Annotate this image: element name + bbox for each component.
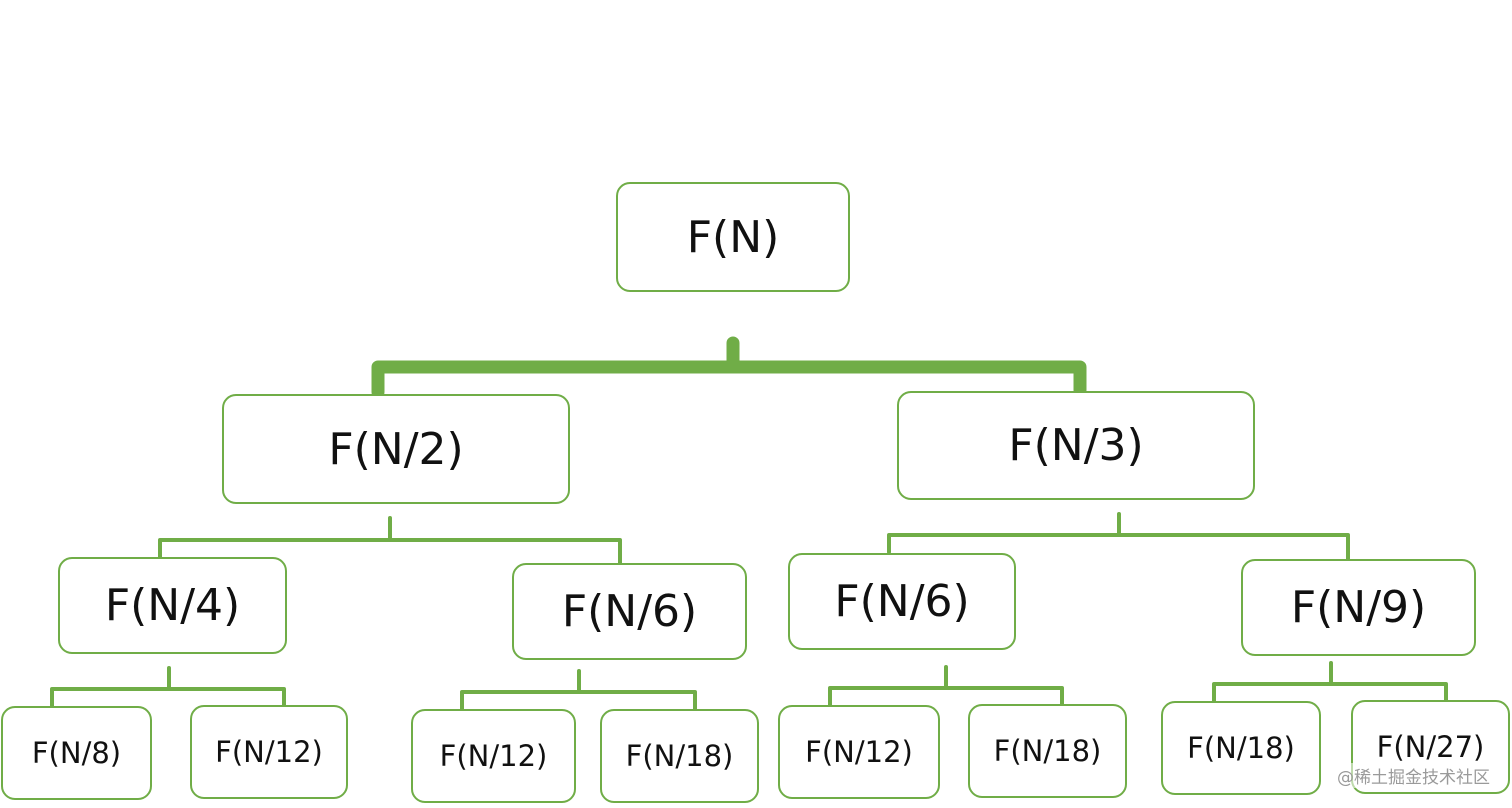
node-n-div-18-a: F(N/18) [600,709,759,803]
node-n-div-8: F(N/8) [1,706,152,800]
connector-n4 [50,666,286,708]
node-n-div-9: F(N/9) [1241,559,1476,656]
node-n-div-2: F(N/2) [222,394,570,504]
node-n-div-12-c: F(N/12) [778,705,940,799]
node-n-div-3: F(N/3) [897,391,1255,500]
connector-n9 [1212,661,1448,703]
node-n-div-18-c: F(N/18) [1161,701,1321,795]
node-n-div-4: F(N/4) [58,557,287,654]
node-n-div-6-right: F(N/6) [788,553,1016,650]
node-n-div-18-b: F(N/18) [968,704,1127,798]
connector-n3 [887,512,1350,561]
connector-root [371,336,1087,399]
connector-n2 [158,516,622,565]
node-root: F(N) [616,182,850,292]
connector-n6-left [460,669,697,711]
node-n-div-12-a: F(N/12) [190,705,348,799]
node-n-div-12-b: F(N/12) [411,709,576,803]
node-n-div-6-left: F(N/6) [512,563,747,660]
watermark: @稀土掘金技术社区 [1337,763,1490,788]
connector-n6-right [828,665,1064,707]
